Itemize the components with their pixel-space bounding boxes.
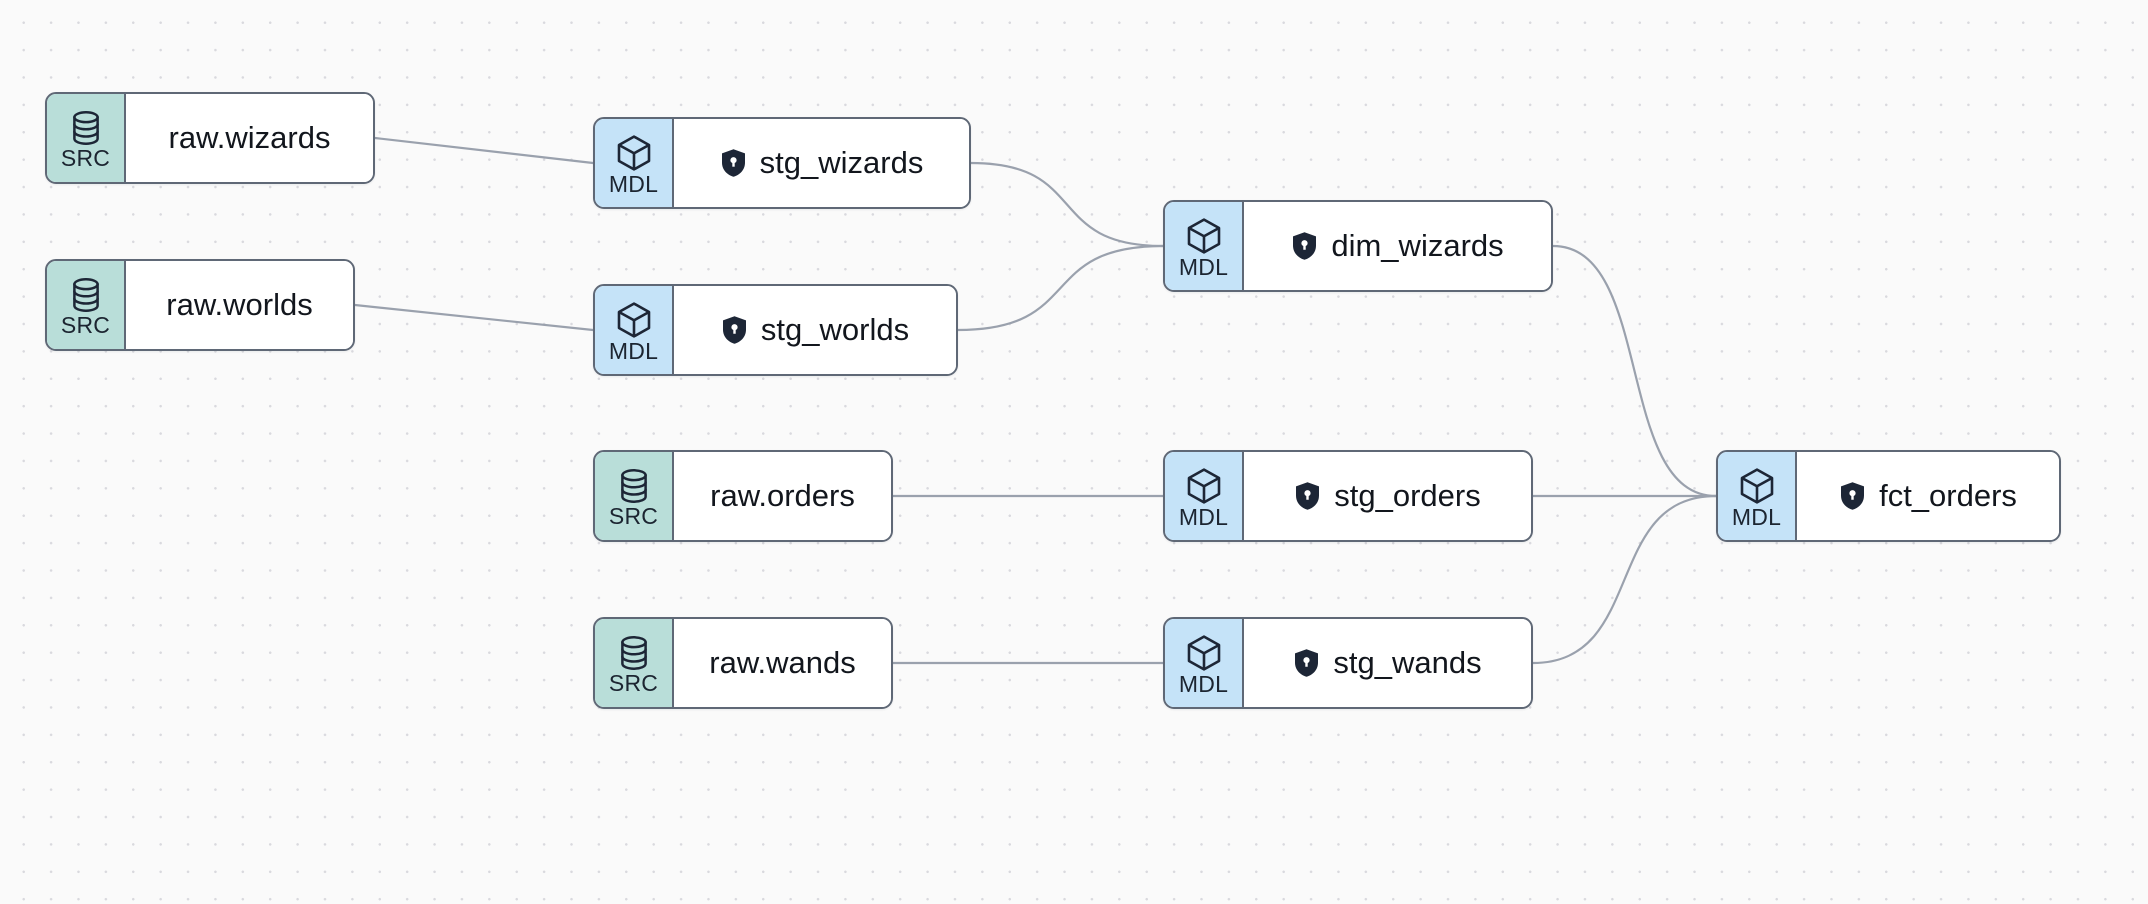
node-type-badge-mdl: MDL (595, 119, 674, 207)
lineage-node-raw_wands[interactable]: SRC raw.wands (593, 617, 893, 709)
lineage-node-raw_orders[interactable]: SRC raw.orders (593, 450, 893, 542)
node-body: stg_orders (1244, 452, 1531, 540)
node-label-stg_worlds: stg_worlds (760, 311, 910, 347)
node-body: raw.wizards (126, 94, 373, 182)
node-type-label: SRC (608, 502, 659, 529)
cube-icon (1186, 217, 1222, 255)
node-type-label: SRC (60, 311, 111, 338)
node-type-badge-mdl: MDL (1165, 619, 1244, 707)
shield-lock-icon (1294, 481, 1321, 511)
node-type-badge-src: SRC (595, 452, 674, 540)
lineage-node-dim_wizards[interactable]: MDL dim_wizards (1163, 200, 1553, 292)
database-icon (617, 468, 651, 504)
shield-lock-icon (721, 315, 748, 345)
node-type-badge-mdl: MDL (595, 286, 674, 374)
node-label-raw_worlds: raw.worlds (166, 286, 313, 322)
node-label-fct_orders: fct_orders (1879, 477, 2017, 513)
node-type-label: MDL (1178, 503, 1229, 530)
node-type-badge-src: SRC (47, 261, 126, 349)
lineage-edge-raw_wizards-to-stg_wizards (373, 136, 595, 165)
lineage-edge-raw_worlds-to-stg_worlds (353, 303, 595, 332)
shield-lock-icon (1293, 648, 1320, 678)
node-body: stg_wizards (674, 119, 969, 207)
node-body: fct_orders (1797, 452, 2059, 540)
node-type-label: SRC (60, 144, 111, 171)
node-type-label: MDL (1178, 253, 1229, 280)
node-body: raw.orders (674, 452, 891, 540)
node-body: raw.wands (674, 619, 891, 707)
node-body: raw.worlds (126, 261, 353, 349)
node-body: stg_worlds (674, 286, 956, 374)
node-type-badge-src: SRC (47, 94, 126, 182)
shield-lock-icon (720, 148, 747, 178)
lineage-node-stg_wizards[interactable]: MDL stg_wizards (593, 117, 971, 209)
node-label-stg_wands: stg_wands (1333, 644, 1482, 680)
database-icon (69, 277, 103, 313)
lineage-edge-dim_wizards-to-fct_orders (1551, 244, 1718, 498)
node-body: stg_wands (1244, 619, 1531, 707)
node-type-label: MDL (608, 337, 659, 364)
cube-icon (1186, 467, 1222, 505)
cube-icon (1739, 467, 1775, 505)
node-label-stg_orders: stg_orders (1334, 477, 1481, 513)
node-type-label: MDL (1178, 670, 1229, 697)
lineage-node-raw_worlds[interactable]: SRC raw.worlds (45, 259, 355, 351)
node-type-badge-mdl: MDL (1165, 452, 1244, 540)
lineage-node-fct_orders[interactable]: MDL fct_orders (1716, 450, 2061, 542)
cube-icon (616, 301, 652, 339)
node-label-raw_orders: raw.orders (710, 477, 855, 513)
lineage-node-raw_wizards[interactable]: SRC raw.wizards (45, 92, 375, 184)
node-type-badge-mdl: MDL (1718, 452, 1797, 540)
database-icon (69, 110, 103, 146)
lineage-node-stg_orders[interactable]: MDL stg_orders (1163, 450, 1533, 542)
node-label-raw_wands: raw.wands (709, 644, 856, 680)
node-type-label: SRC (608, 669, 659, 696)
node-type-badge-mdl: MDL (1165, 202, 1244, 290)
lineage-node-stg_worlds[interactable]: MDL stg_worlds (593, 284, 958, 376)
cube-icon (1186, 634, 1222, 672)
node-label-stg_wizards: stg_wizards (759, 144, 924, 180)
node-type-label: MDL (1731, 503, 1782, 530)
node-type-badge-src: SRC (595, 619, 674, 707)
database-icon (617, 635, 651, 671)
lineage-node-stg_wands[interactable]: MDL stg_wands (1163, 617, 1533, 709)
node-body: dim_wizards (1244, 202, 1551, 290)
shield-lock-icon (1839, 481, 1866, 511)
lineage-edge-stg_wizards-to-dim_wizards (969, 161, 1165, 248)
lineage-edge-stg_wands-to-fct_orders (1531, 494, 1718, 665)
lineage-edge-stg_worlds-to-dim_wizards (956, 244, 1165, 332)
node-label-raw_wizards: raw.wizards (168, 119, 331, 155)
cube-icon (616, 134, 652, 172)
shield-lock-icon (1291, 231, 1318, 261)
node-type-label: MDL (608, 170, 659, 197)
node-label-dim_wizards: dim_wizards (1331, 227, 1504, 263)
